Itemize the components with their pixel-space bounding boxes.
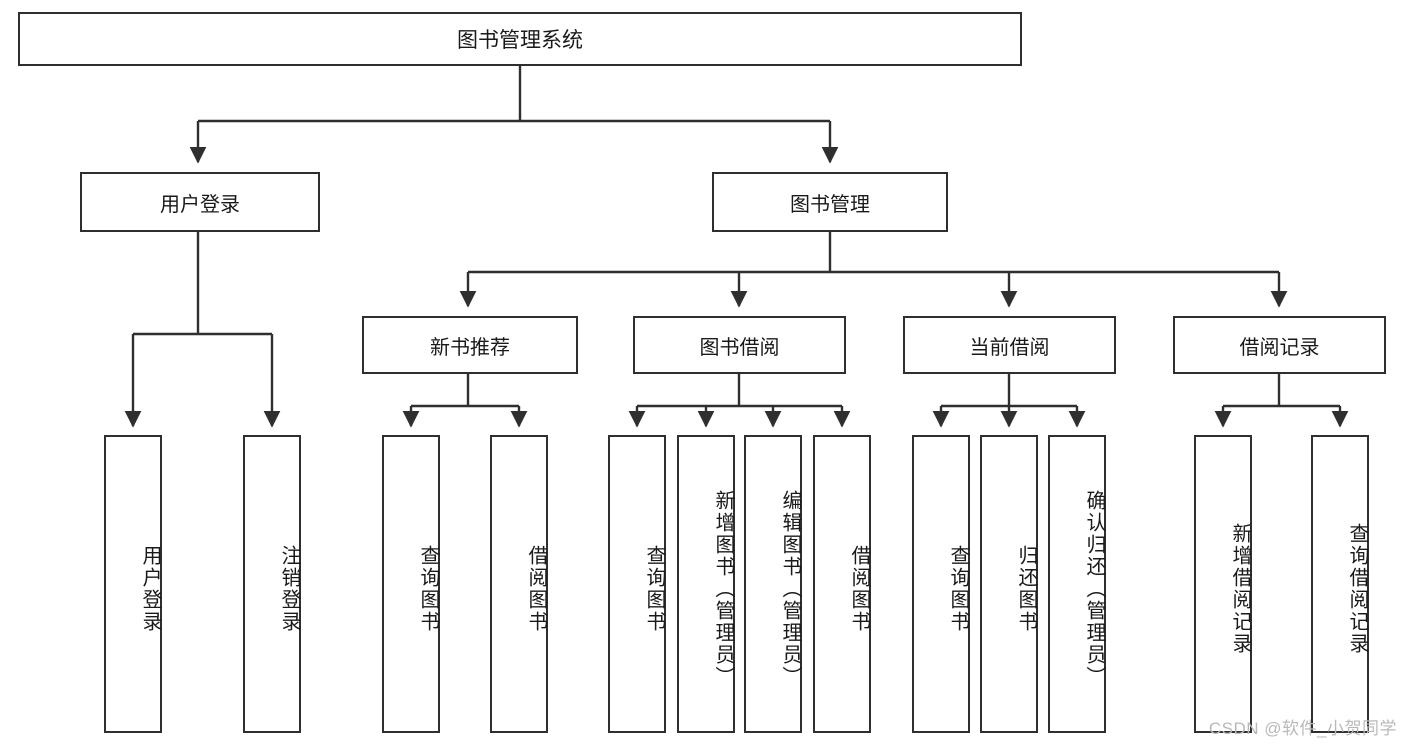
watermark: CSDN @软件_小贺同学	[1208, 719, 1397, 738]
node-leaf-borrow-book-1-label: 借阅图书	[525, 545, 547, 633]
node-borrow-record[interactable]: 借阅记录	[1173, 316, 1386, 374]
node-book-borrow-label: 图书借阅	[699, 336, 780, 359]
node-leaf-query-book-2[interactable]: 查询图书	[608, 435, 666, 733]
node-leaf-add-book-label: 新增图书（管理员）	[712, 490, 734, 688]
node-leaf-confirm-return[interactable]: 确认归还（管理员）	[1048, 435, 1106, 733]
node-root[interactable]: 图书管理系统	[18, 12, 1022, 66]
node-leaf-add-record-label: 新增借阅记录	[1229, 523, 1251, 655]
node-leaf-query-book-3-label: 查询图书	[947, 545, 969, 633]
node-user-login-label: 用户登录	[160, 193, 240, 216]
node-leaf-user-login[interactable]: 用户登录	[104, 435, 162, 733]
node-leaf-query-book-3[interactable]: 查询图书	[912, 435, 970, 733]
node-new-book-rec-label: 新书推荐	[430, 336, 510, 359]
node-leaf-return-book-label: 归还图书	[1015, 545, 1037, 633]
node-leaf-add-book[interactable]: 新增图书（管理员）	[677, 435, 735, 733]
node-root-label: 图书管理系统	[457, 29, 583, 52]
node-leaf-borrow-book-1[interactable]: 借阅图书	[490, 435, 548, 733]
node-leaf-query-book-1[interactable]: 查询图书	[382, 435, 440, 733]
node-new-book-rec[interactable]: 新书推荐	[362, 316, 578, 374]
node-book-manage-label: 图书管理	[790, 193, 870, 216]
node-leaf-borrow-book-2-label: 借阅图书	[848, 545, 870, 633]
node-current-borrow-label: 当前借阅	[969, 336, 1050, 359]
node-current-borrow[interactable]: 当前借阅	[903, 316, 1116, 374]
node-leaf-user-login-label: 用户登录	[139, 545, 161, 633]
node-leaf-borrow-book-2[interactable]: 借阅图书	[813, 435, 871, 733]
node-leaf-query-book-2-label: 查询图书	[643, 545, 665, 633]
node-leaf-edit-book-label: 编辑图书（管理员）	[779, 490, 801, 688]
node-leaf-add-record[interactable]: 新增借阅记录	[1194, 435, 1252, 733]
node-user-login[interactable]: 用户登录	[80, 172, 320, 232]
node-borrow-record-label: 借阅记录	[1239, 336, 1320, 359]
node-leaf-edit-book[interactable]: 编辑图书（管理员）	[744, 435, 802, 733]
node-leaf-logout[interactable]: 注销登录	[243, 435, 301, 733]
node-leaf-query-record-label: 查询借阅记录	[1346, 523, 1368, 655]
node-leaf-return-book[interactable]: 归还图书	[980, 435, 1038, 733]
node-book-manage[interactable]: 图书管理	[712, 172, 948, 232]
node-leaf-logout-label: 注销登录	[278, 545, 300, 633]
node-leaf-query-record[interactable]: 查询借阅记录	[1311, 435, 1369, 733]
node-leaf-confirm-return-label: 确认归还（管理员）	[1083, 490, 1105, 688]
node-book-borrow[interactable]: 图书借阅	[633, 316, 846, 374]
node-leaf-query-book-1-label: 查询图书	[417, 545, 439, 633]
